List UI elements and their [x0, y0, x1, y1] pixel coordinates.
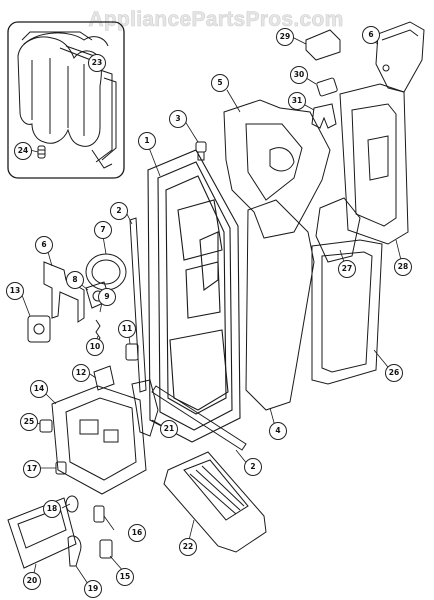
part-21-lever — [131, 379, 159, 437]
callout-17: 17 — [23, 460, 41, 478]
callout-12: 12 — [72, 364, 90, 382]
callout-11: 11 — [118, 320, 136, 338]
callout-15: 15 — [116, 568, 134, 586]
part-24-clip — [37, 145, 46, 159]
callout-19: 19 — [84, 580, 102, 598]
callout-30: 30 — [290, 66, 308, 84]
callout-22: 22 — [179, 538, 197, 556]
part-18-lamp — [65, 495, 79, 513]
callout-10: 10 — [86, 338, 104, 356]
callout-26: 26 — [385, 364, 403, 382]
part-15-connector — [99, 539, 113, 559]
callout-27: 27 — [338, 260, 356, 278]
callout-8: 8 — [66, 271, 84, 289]
callout-4: 4 — [269, 422, 287, 440]
part-19-bulb — [67, 535, 82, 567]
part-14-control-housing — [51, 385, 147, 495]
callout-31: 31 — [288, 92, 306, 110]
callout-21: 21 — [160, 420, 178, 438]
part-29-bracket — [305, 29, 341, 61]
part-12-panel — [93, 365, 115, 391]
part-13-solenoid — [27, 315, 51, 343]
callout-24: 24 — [14, 142, 32, 160]
part-20-bezel — [7, 497, 77, 569]
part-6-ice-chute — [375, 21, 425, 93]
callout-16: 16 — [128, 524, 146, 542]
callout-14: 14 — [30, 380, 48, 398]
part-31-clip — [311, 103, 337, 129]
callout-9: 9 — [98, 288, 116, 306]
callout-23: 23 — [88, 54, 106, 72]
callout-2-vertical: 2 — [110, 202, 128, 220]
part-22-drip-tray — [163, 451, 267, 553]
part-4-insulation-panel — [245, 199, 315, 411]
part-2-gasket-strip-horizontal — [151, 385, 247, 451]
callout-25: 25 — [20, 413, 38, 431]
callout-18: 18 — [43, 500, 61, 518]
callout-2-horizontal: 2 — [244, 458, 262, 476]
callout-6-left: 6 — [35, 236, 53, 254]
part-2-gasket-strip-vertical — [129, 217, 147, 393]
callout-7: 7 — [94, 221, 112, 239]
watermark: AppliancePartsPros.com — [88, 8, 344, 32]
part-25-switch — [39, 419, 53, 433]
part-7-motor-ring — [85, 253, 127, 291]
callout-13: 13 — [6, 282, 24, 300]
part-30-block — [316, 77, 338, 97]
part-3-screw — [195, 141, 207, 161]
part-23-tube-assembly — [17, 31, 117, 169]
part-27-panel — [315, 197, 361, 263]
callout-1: 1 — [138, 132, 156, 150]
callout-29: 29 — [276, 28, 294, 46]
callout-3: 3 — [169, 110, 187, 128]
callout-5: 5 — [211, 74, 229, 92]
part-26-gasket — [311, 239, 383, 385]
part-28-dispenser-housing — [339, 83, 409, 245]
callout-28: 28 — [394, 258, 412, 276]
part-16-connector — [93, 505, 105, 523]
callout-20: 20 — [23, 572, 41, 590]
callout-6-top: 6 — [362, 26, 380, 44]
inset-box — [7, 21, 125, 179]
part-11-switch — [125, 343, 139, 361]
part-5-duct-panel — [223, 99, 331, 239]
